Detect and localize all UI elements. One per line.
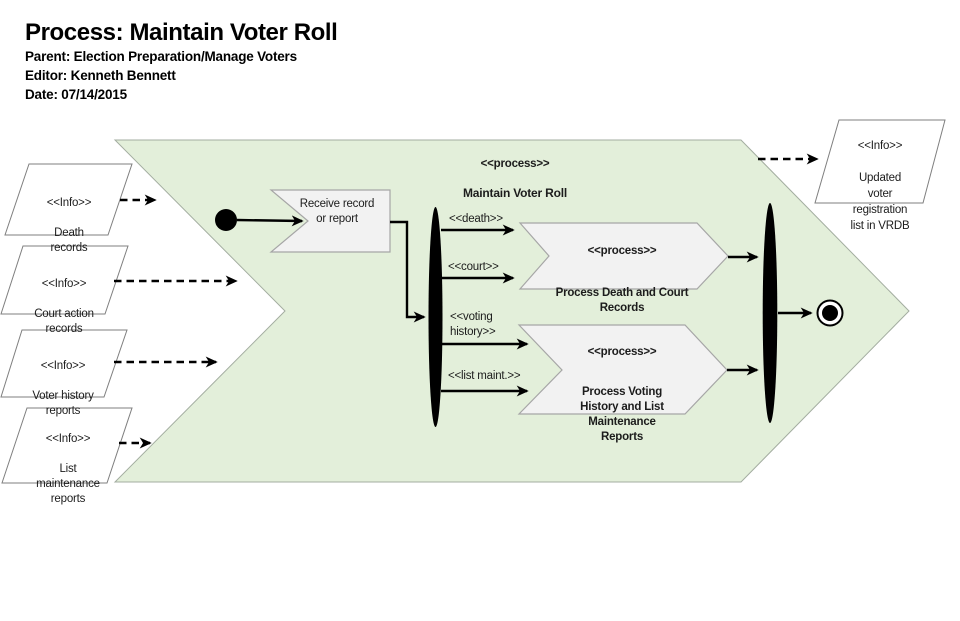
input-text: Voter history reports: [32, 390, 94, 417]
branch-label-voting-history: <<voting history>>: [450, 311, 496, 338]
subprocess-voting-list-shape: [517, 324, 728, 415]
input-label-voter-history-reports: <<Info>> Voter history reports: [7, 344, 119, 434]
flow-receive-to-fork: [390, 220, 426, 323]
input-stereotype: <<Info>>: [46, 197, 92, 209]
start-node: [215, 209, 237, 231]
input-stereotype: <<Info>>: [45, 433, 91, 445]
output-shape-vrdb: [814, 119, 946, 204]
subprocess-death-court-label: <<process>> Process Death and Court Reco…: [537, 230, 707, 331]
input-stereotype: <<Info>>: [40, 360, 86, 372]
output-stereotype: <<Info>>: [857, 140, 903, 152]
input-text: Death records: [50, 227, 88, 254]
input-shape-court-action-records: [0, 245, 129, 315]
date-line: Date: 07/14/2015: [25, 87, 127, 102]
input-shape-death-records: [4, 163, 133, 236]
subprocess-name: Process Voting History and List Maintena…: [580, 386, 664, 443]
input-text: List maintenance reports: [36, 463, 100, 505]
input-label-court-action-records: <<Info>> Court action records: [9, 262, 119, 352]
end-node-core: [822, 305, 838, 321]
branch-label-court: <<court>>: [448, 261, 499, 273]
input-label-list-maintenance-reports: <<Info>> List maintenance reports: [13, 417, 123, 522]
subprocess-stereotype: <<process>>: [587, 245, 657, 257]
parent-line: Parent: Election Preparation/Manage Vote…: [25, 49, 297, 64]
output-text: Updated voter registration list in VRDB: [850, 172, 910, 232]
receive-step-label: Receive record or report: [299, 198, 375, 225]
flow-start-to-receive: [236, 215, 304, 227]
input-text: Court action records: [34, 308, 94, 335]
subprocess-name: Process Death and Court Records: [555, 287, 689, 314]
input-stereotype: <<Info>>: [41, 278, 87, 290]
subprocess-voting-list-label: <<process>> Process Voting History and L…: [542, 331, 702, 460]
subprocess-stereotype: <<process>>: [587, 346, 657, 358]
input-label-death-records: <<Info>> Death records: [14, 181, 124, 271]
main-process-stereotype: <<process>>: [480, 158, 550, 170]
fork-bar: [428, 207, 443, 427]
editor-line: Editor: Kenneth Bennett: [25, 68, 176, 83]
branch-label-death: <<death>>: [449, 213, 503, 225]
branch-label-list-maint: <<list maint.>>: [448, 370, 521, 382]
subprocess-death-court-shape: [518, 222, 729, 290]
input-shape-voter-history-reports: [0, 329, 128, 398]
page-title: Process: Maintain Voter Roll: [25, 19, 338, 46]
join-bar: [762, 203, 778, 423]
output-label-vrdb: <<Info>> Updated voter registration list…: [822, 122, 938, 250]
main-process-title: <<process>> Maintain Voter Roll: [405, 142, 625, 216]
input-shape-list-maintenance-reports: [1, 407, 133, 484]
main-process-name: Maintain Voter Roll: [463, 186, 567, 200]
